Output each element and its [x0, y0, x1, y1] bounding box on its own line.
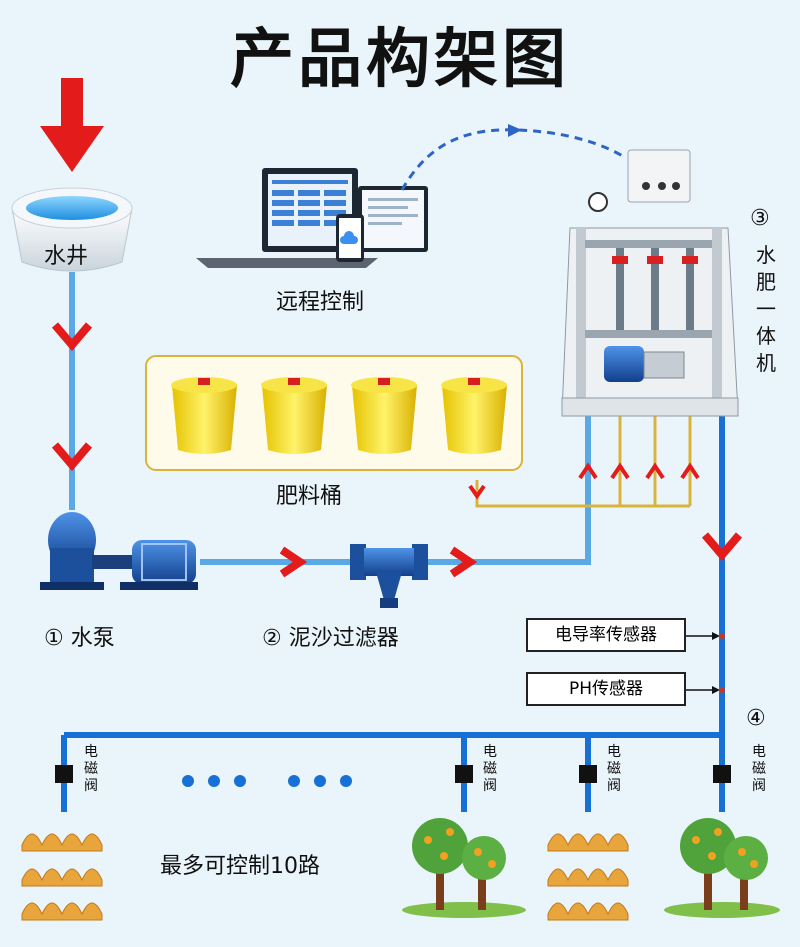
fert-tank-icon: [171, 377, 237, 454]
page-title: 产品构架图: [230, 23, 570, 97]
fertilizer-lines: [475, 412, 692, 508]
valve-icon: [455, 765, 473, 783]
valve-number: ④: [746, 706, 766, 731]
fruit-tree-icon: [664, 818, 780, 918]
solenoid-valves: [55, 765, 731, 783]
fert-tank-icon: [261, 377, 327, 454]
sand-filter-icon: [350, 544, 428, 608]
remote-control-label: 远程控制: [276, 290, 365, 315]
water-pump-icon: [40, 512, 198, 590]
well-icon: [11, 187, 133, 272]
flow-chevron-icons: [51, 322, 743, 578]
max-channels-label: 最多可控制10路: [160, 854, 320, 879]
sensor-pointers: [684, 635, 712, 691]
fert-tanks: [171, 377, 507, 454]
valve-icon: [579, 765, 597, 783]
pointer-arrow-icon: [712, 632, 720, 640]
machine-number: ③: [750, 206, 770, 231]
fert-up-arrow-icons: [468, 462, 700, 500]
filter-label: ② 泥沙过滤器: [262, 626, 399, 651]
wheat-field-icon: [547, 833, 629, 921]
well-label: 水井: [44, 244, 89, 269]
fertigation-machine-icon: [561, 149, 739, 417]
valve-label: 电磁阀: [483, 744, 497, 794]
valve-icon: [55, 765, 73, 783]
machine-label: 水肥一体机: [756, 243, 776, 375]
valve-label: 电磁阀: [607, 744, 621, 794]
sensor-point: [719, 687, 725, 693]
inflow-arrow-icon: [40, 78, 104, 172]
more-dots-icon: [182, 775, 352, 787]
wireless-arrow-icon: [508, 124, 522, 137]
ph-sensor-label: PH传感器: [526, 672, 686, 706]
sensor-point: [719, 633, 725, 639]
wheat-field-icon: [21, 833, 103, 921]
fert-tank-icon: [351, 377, 417, 454]
valve-label: 电磁阀: [752, 744, 766, 794]
pump-label: ① 水泵: [44, 626, 115, 651]
ec-sensor-label: 电导率传感器: [526, 618, 686, 652]
valve-icon: [713, 765, 731, 783]
fert-tank-icon: [441, 377, 507, 454]
valve-label: 电磁阀: [84, 744, 98, 794]
wireless-link: [400, 128, 627, 191]
remote-devices-icon: [196, 168, 428, 268]
fert-tank-label: 肥料桶: [276, 484, 343, 509]
pointer-arrow-icon: [712, 686, 720, 694]
fert-tank-box: [145, 355, 523, 471]
fruit-tree-icon: [402, 818, 526, 918]
